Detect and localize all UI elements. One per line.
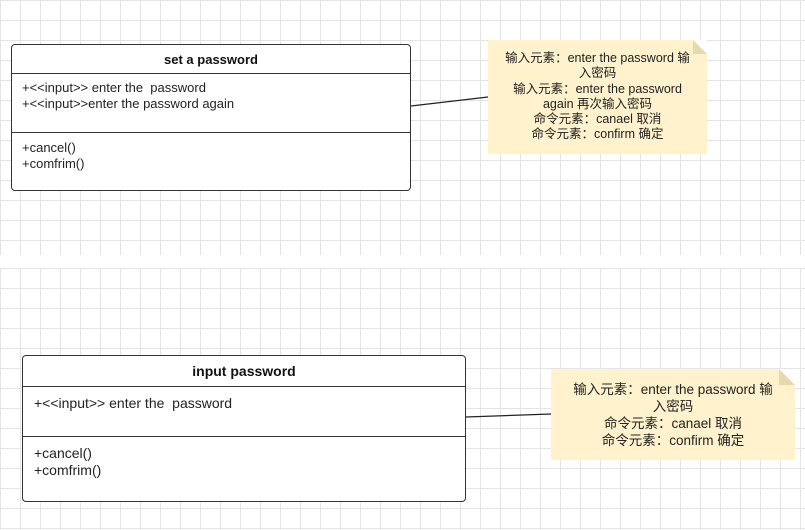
attribute-enter-password: +<<input>> enter the password — [34, 395, 233, 411]
note-line: 输入元素：enter the password 输 — [573, 382, 773, 397]
note-set-password[interactable]: 输入元素：enter the password 输 入密码 输入元素：enter… — [488, 40, 707, 154]
note-line: 命令元素：canael 取消 — [603, 416, 743, 431]
note-input-password[interactable]: 输入元素：enter the password 输 入密码 命令元素：canae… — [551, 369, 795, 460]
class-set-password[interactable]: set a password +<<input>> enter the pass… — [11, 44, 411, 191]
connector-set-password — [410, 96, 489, 107]
note-line: 输入元素：enter the password 输 — [505, 51, 690, 65]
class-input-password[interactable]: input password +<<input>> enter the pass… — [22, 355, 466, 502]
class-attributes: +<<input>> enter the password — [23, 387, 465, 437]
note-line: 入密码 — [652, 399, 694, 414]
class-operations: +cancel() +comfrim() — [23, 437, 465, 479]
note-line: 输入元素：enter the password — [513, 81, 682, 96]
operation-confirm: +comfrim() — [22, 155, 85, 171]
attribute-enter-password: +<<input>> enter the password — [22, 80, 206, 95]
operation-confirm: +comfrim() — [34, 462, 102, 478]
operation-cancel: +cancel() — [22, 140, 76, 155]
note-fold-corner — [779, 369, 795, 385]
class-title: input password — [23, 356, 465, 387]
note-line: again 再次输入密码 — [542, 96, 653, 111]
note-line: 入密码 — [578, 66, 617, 81]
note-line: 命令元素：confirm 确定 — [601, 433, 745, 448]
class-title: set a password — [12, 45, 410, 74]
note-line: 命令元素：confirm 确定 — [531, 127, 664, 142]
attribute-enter-password-again: +<<input>>enter the password again — [22, 95, 235, 111]
class-operations: +cancel() +comfrim() — [12, 133, 410, 171]
note-line: 命令元素：canael 取消 — [533, 112, 662, 127]
connector-input-password — [465, 413, 552, 418]
note-fold-corner — [693, 40, 707, 54]
canvas-gap — [0, 255, 805, 268]
operation-cancel: +cancel() — [34, 445, 92, 461]
class-attributes: +<<input>> enter the password +<<input>>… — [12, 74, 410, 133]
